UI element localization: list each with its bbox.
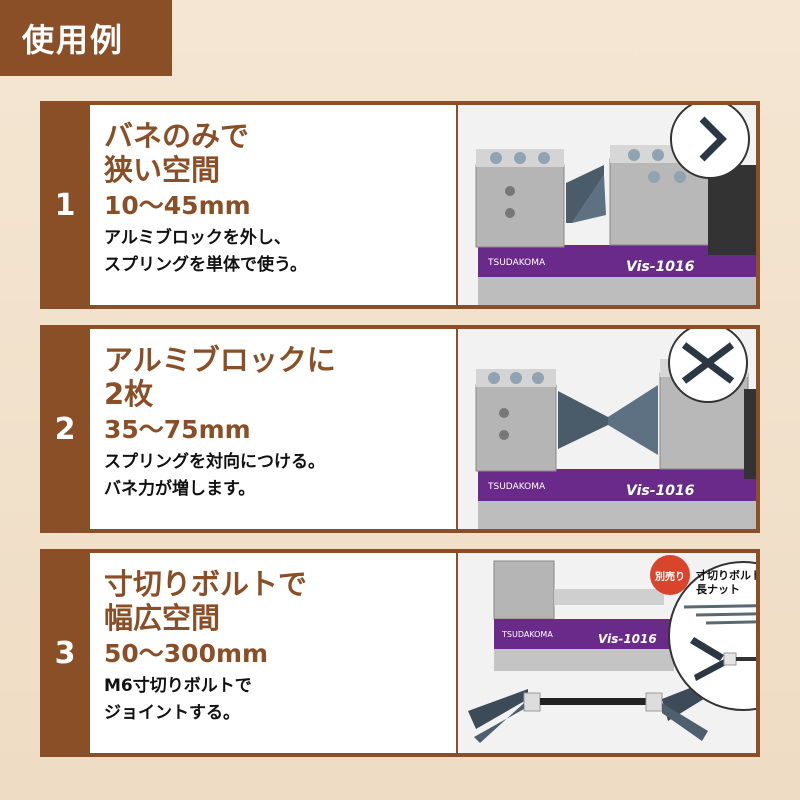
text-panel: アルミブロックに 2枚 35〜75mm スプリングを対向につける。 バネ力が増し…: [90, 329, 456, 529]
description: アルミブロックを外し、 スプリングを単体で使う。: [104, 228, 307, 275]
usage-example-3: 3 寸切りボルトで 幅広空間 50〜300mm M6寸切りボルトで ジョイントす…: [40, 549, 760, 757]
usage-example-2: 2 アルミブロックに 2枚 35〜75mm スプリングを対向につける。 バネ力が…: [40, 325, 760, 533]
brand-label: TSUDAKOMA: [487, 258, 546, 268]
range-label: 35〜75mm: [104, 415, 251, 444]
section-number: 2: [54, 411, 76, 447]
vise-photo: TSUDAKOMA Vis-1016: [458, 105, 756, 305]
brand-label: TSUDAKOMA: [501, 630, 553, 639]
vise-photo: TSUDAKOMA Vis-1016 別売り 寸切りボルト・ 長ナット: [458, 553, 756, 753]
section-number: 1: [54, 187, 76, 223]
text-panel: バネのみで 狭い空間 10〜45mm アルミブロックを外し、 スプリングを単体で…: [90, 105, 456, 305]
section-title: 寸切りボルトで 幅広空間: [104, 567, 308, 635]
section-number: 3: [54, 635, 76, 671]
vise-body-band: [478, 469, 756, 501]
inset-label: 寸切りボルト・ 長ナット: [696, 569, 756, 596]
vise-photo: TSUDAKOMA Vis-1016: [458, 329, 756, 529]
bolt-joint-icon: 寸切りボルト・ 長ナット: [668, 561, 756, 711]
model-label: Vis-1016: [626, 483, 695, 499]
section-title: アルミブロックに 2枚: [104, 343, 336, 411]
model-label: Vis-1016: [626, 259, 695, 275]
range-label: 10〜45mm: [104, 191, 251, 220]
brand-label: TSUDAKOMA: [487, 482, 546, 492]
page-title: 使用例: [0, 0, 172, 76]
usage-example-1: 1 バネのみで 狭い空間 10〜45mm アルミブロックを外し、 スプリングを単…: [40, 101, 760, 309]
description: M6寸切りボルトで ジョイントする。: [104, 676, 252, 723]
vise-body-band: [494, 619, 674, 649]
range-label: 50〜300mm: [104, 639, 269, 668]
description: スプリングを対向につける。 バネ力が増します。: [104, 452, 325, 499]
single-spring-v-icon: [670, 105, 750, 179]
model-label: Vis-1016: [598, 632, 657, 646]
double-spring-x-icon: [668, 329, 748, 403]
text-panel: 寸切りボルトで 幅広空間 50〜300mm M6寸切りボルトで ジョイントする。: [90, 553, 456, 753]
section-title: バネのみで 狭い空間: [104, 119, 250, 187]
